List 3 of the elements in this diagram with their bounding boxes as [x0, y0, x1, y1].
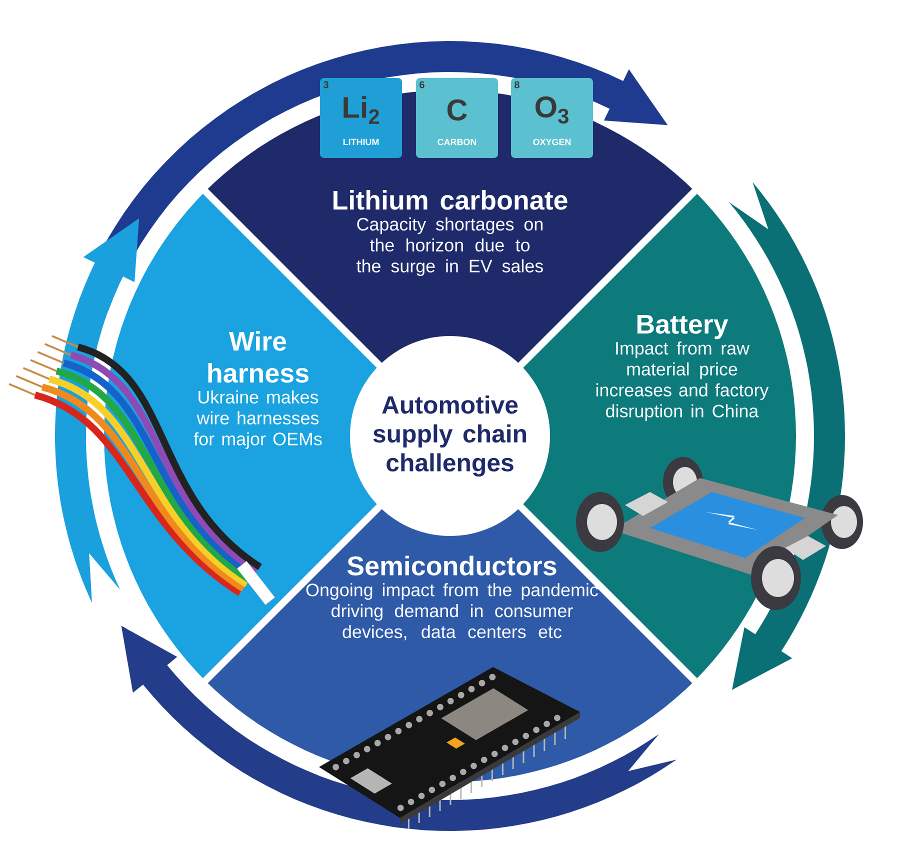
element-tile: 8 O$_{3}$ OXYGEN: [511, 78, 593, 158]
element-tile: 6 C CARBON: [416, 78, 498, 158]
element-tile: 3 Li$_{2}$ LITHIUM: [320, 78, 402, 158]
